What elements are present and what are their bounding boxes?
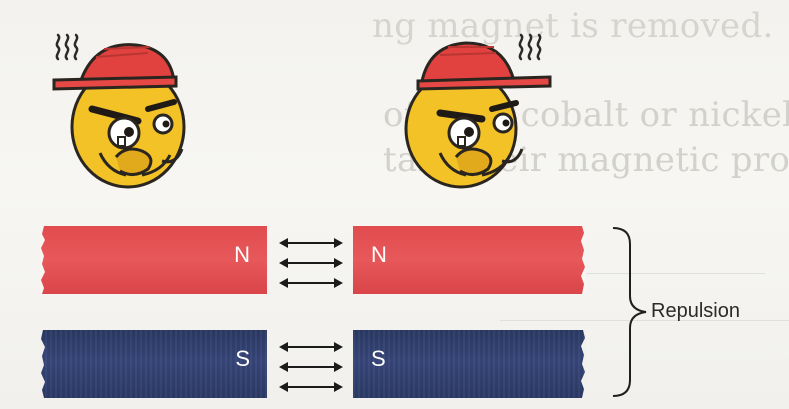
double-headed-arrow-icon [279,382,343,392]
repulsion-arrows [279,342,343,392]
page-rule [440,273,765,274]
background-text-line: ng magnet is removed. [372,6,774,46]
south-magnet-right: S [353,330,586,398]
repulsion-arrows [279,238,343,288]
south-magnet-left: S [40,330,267,398]
double-headed-arrow-icon [279,238,343,248]
north-magnet-left: N [40,226,267,294]
torn-edge [581,330,586,398]
repulsion-label: Repulsion [651,300,740,322]
north-pole-label: N [234,242,250,267]
south-pole-label: S [371,346,386,371]
double-headed-arrow-icon [279,362,343,372]
torn-edge [40,226,45,294]
angry-face-icon [52,33,186,189]
south-pole-label: S [235,346,250,371]
torn-edge [40,330,45,398]
torn-edge [581,226,586,294]
north-pole-label: N [371,242,387,267]
double-headed-arrow-icon [279,278,343,288]
angry-face-icon [404,33,552,189]
north-magnet-right: N [353,226,586,294]
curly-brace-icon [612,227,647,397]
double-headed-arrow-icon [279,342,343,352]
page-rule [500,320,789,321]
double-headed-arrow-icon [279,258,343,268]
